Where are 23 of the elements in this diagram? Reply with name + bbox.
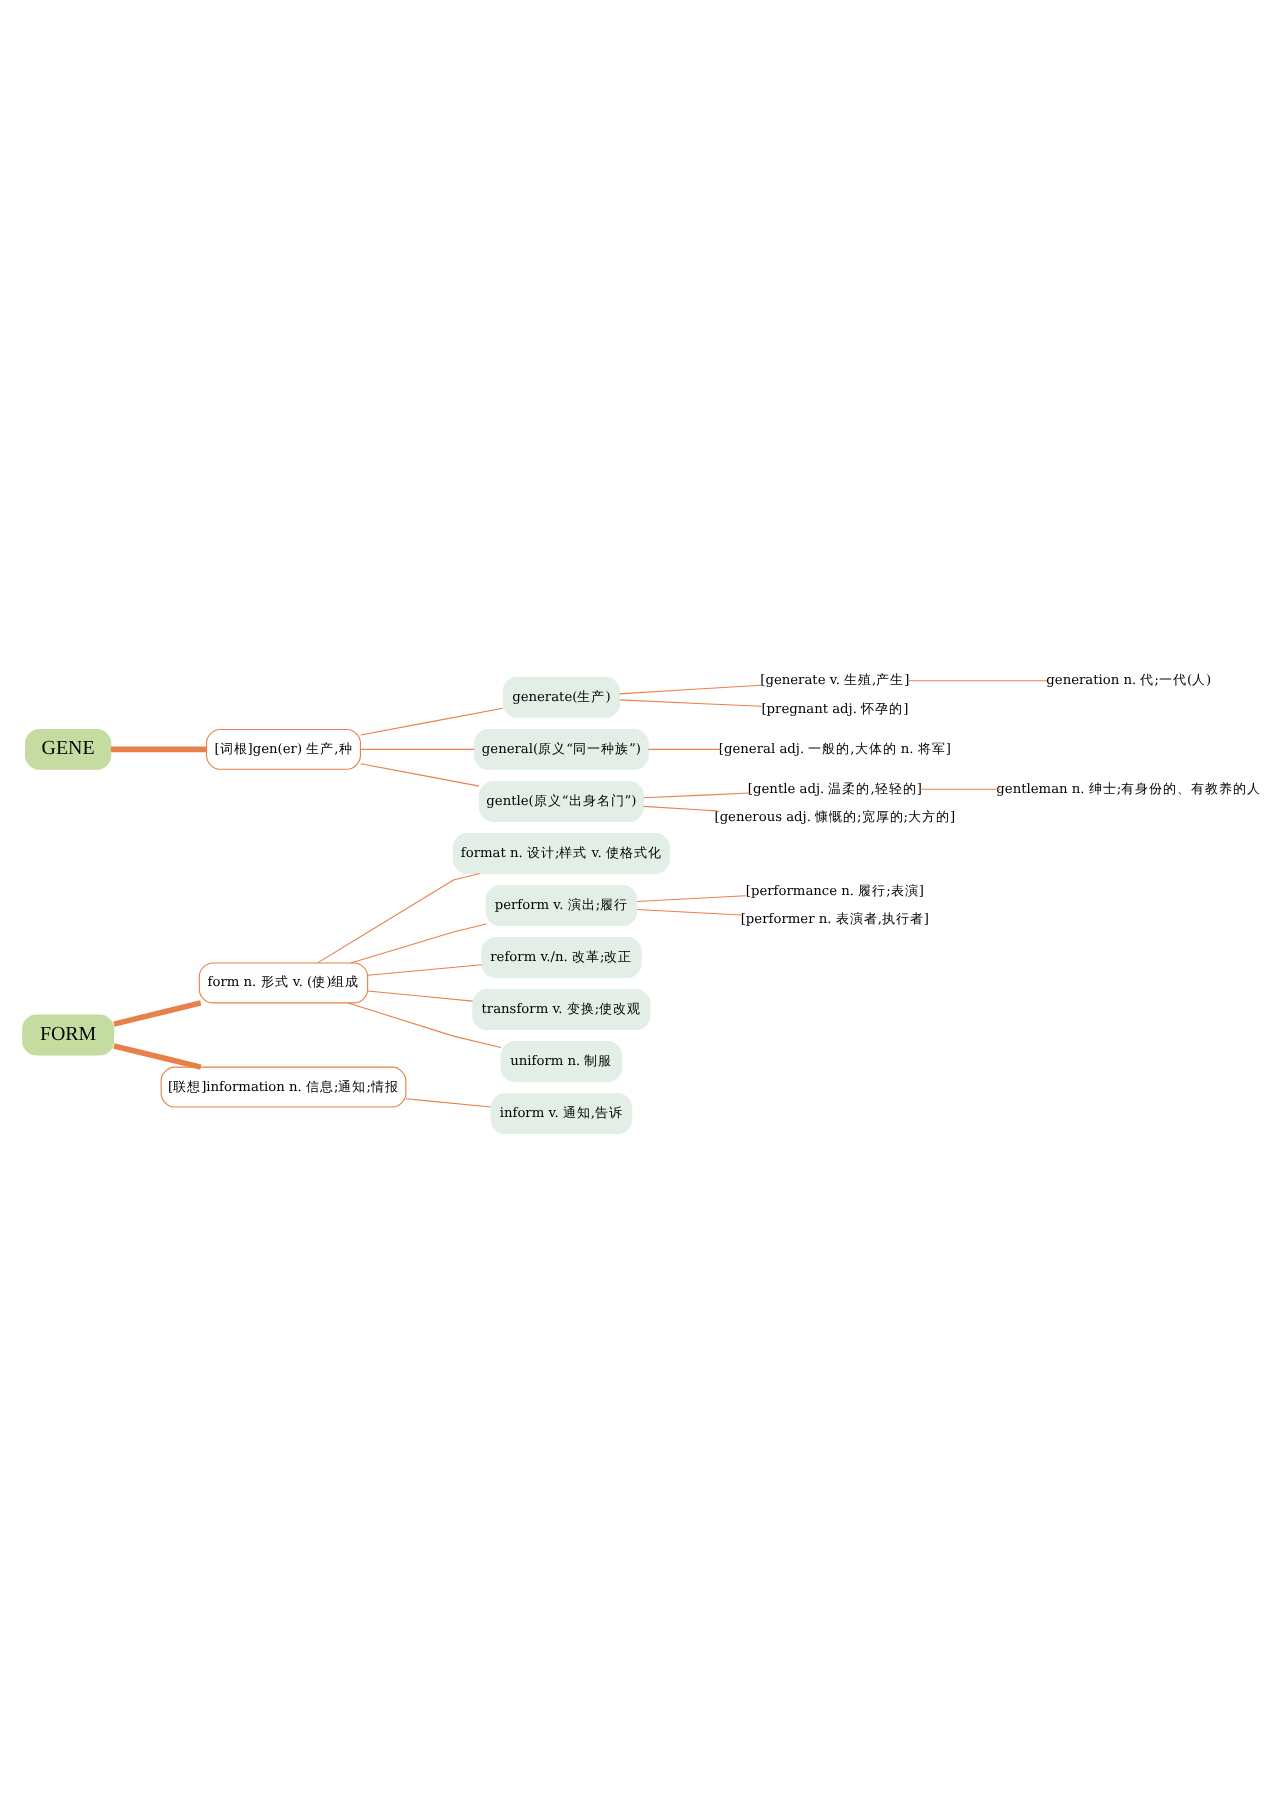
connector: [360, 748, 475, 750]
connector: [908, 680, 1048, 682]
connector: [647, 748, 722, 750]
connector: [113, 1043, 202, 1070]
connector: [110, 746, 207, 753]
connector: [619, 684, 762, 695]
connector: [350, 923, 487, 964]
connector: [642, 792, 750, 799]
connector: [642, 805, 718, 812]
connector: [405, 1098, 492, 1108]
node-box: FORM: [22, 1014, 115, 1056]
connector: [636, 895, 747, 903]
connector: [360, 763, 480, 787]
connector: [317, 872, 481, 964]
connector: [636, 908, 743, 916]
connector: [113, 1000, 202, 1027]
node-box: GENE: [24, 728, 112, 770]
connector: [367, 990, 474, 1002]
connector: [919, 788, 1001, 790]
connector: [367, 964, 483, 976]
connector: [619, 699, 763, 707]
connector: [360, 707, 504, 736]
connector: [347, 1002, 502, 1048]
